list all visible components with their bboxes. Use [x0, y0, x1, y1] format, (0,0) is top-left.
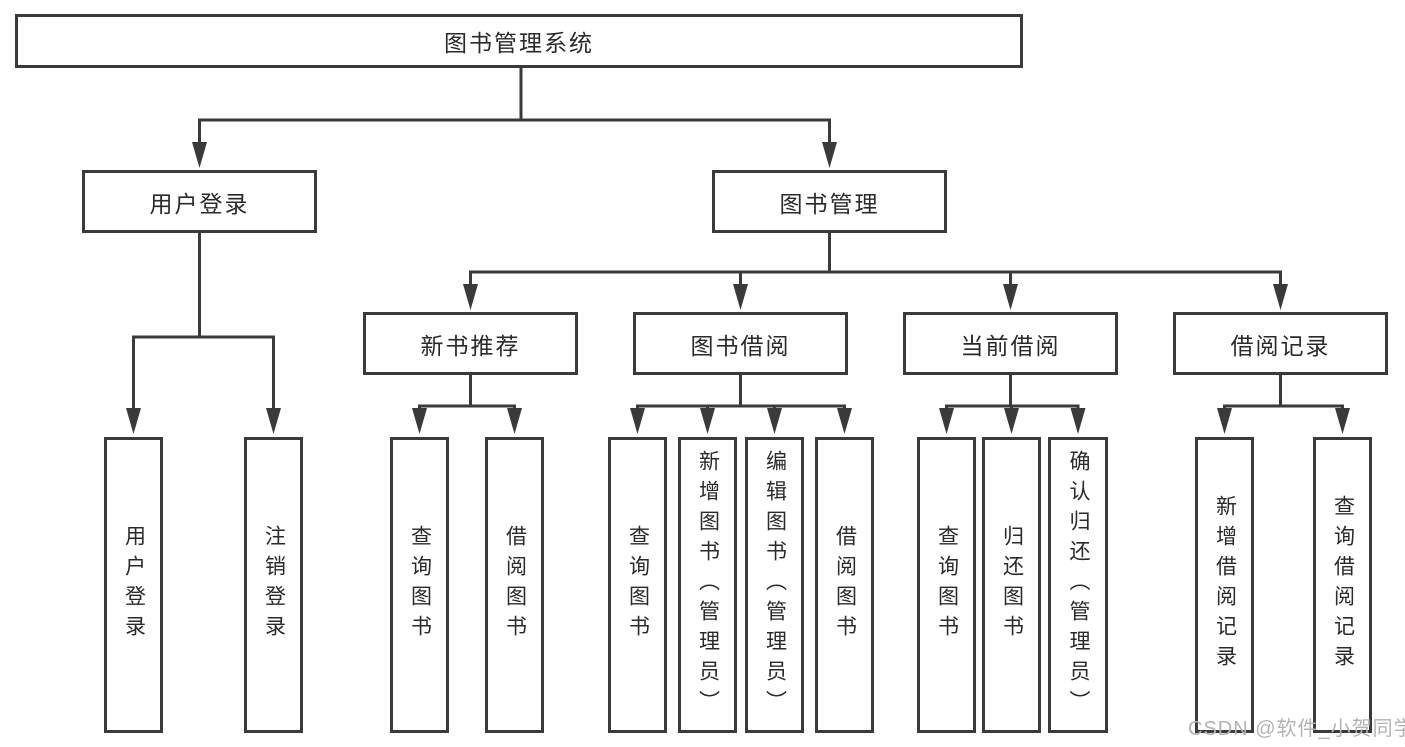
leaf-add-borrow-record: 新增借阅记录	[1195, 437, 1254, 733]
node-current-borrowing-label: 当前借阅	[960, 332, 1061, 359]
node-user-login: 用户登录	[82, 170, 317, 233]
leaf-edit-books-admin: 编辑图书（管理员）	[745, 437, 804, 733]
node-borrowing-records-label: 借阅记录	[1230, 332, 1331, 359]
arrowhead-icons	[126, 142, 1350, 434]
node-book-management: 图书管理	[712, 170, 947, 233]
leaf-query-books-recommend-label: 查询图书	[408, 525, 432, 645]
leaf-confirm-return-admin: 确认归还（管理员）	[1048, 437, 1108, 733]
leaf-borrow-books-recommend-label: 借阅图书	[503, 525, 527, 645]
node-current-borrowing: 当前借阅	[903, 312, 1118, 375]
leaf-add-books-admin: 新增图书（管理员）	[678, 437, 737, 733]
leaf-query-borrow-record-label: 查询借阅记录	[1331, 495, 1355, 675]
node-borrowing-records: 借阅记录	[1173, 312, 1388, 375]
leaf-add-books-admin-label: 新增图书（管理员）	[696, 450, 720, 720]
leaf-logout: 注销登录	[244, 437, 303, 733]
leaf-user-login: 用户登录	[104, 437, 163, 733]
leaf-borrow-books-borrowing-label: 借阅图书	[833, 525, 857, 645]
leaf-logout-label: 注销登录	[262, 525, 286, 645]
node-user-login-label: 用户登录	[149, 190, 250, 217]
leaf-borrow-books-recommend: 借阅图书	[485, 437, 544, 733]
node-book-borrowing: 图书借阅	[633, 312, 848, 375]
leaf-query-books-current-label: 查询图书	[935, 525, 959, 645]
leaf-query-books-recommend: 查询图书	[390, 437, 449, 733]
node-root-label: 图书管理系统	[444, 30, 594, 56]
leaf-query-books-borrowing-label: 查询图书	[626, 525, 650, 645]
node-book-borrowing-label: 图书借阅	[690, 332, 791, 359]
leaf-confirm-return-admin-label: 确认归还（管理员）	[1067, 450, 1090, 720]
leaf-query-borrow-record: 查询借阅记录	[1313, 437, 1372, 733]
leaf-query-books-current: 查询图书	[917, 437, 976, 733]
csdn-watermark: CSDN @软件_小贺同学	[1188, 718, 1405, 740]
leaf-return-books-label: 归还图书	[1000, 525, 1024, 645]
leaf-edit-books-admin-label: 编辑图书（管理员）	[763, 450, 787, 720]
node-new-book-recommend-label: 新书推荐	[420, 332, 521, 359]
leaf-add-borrow-record-label: 新增借阅记录	[1213, 495, 1237, 675]
node-new-book-recommend: 新书推荐	[363, 312, 578, 375]
leaf-borrow-books-borrowing: 借阅图书	[815, 437, 874, 733]
node-book-management-label: 图书管理	[779, 190, 880, 217]
node-root: 图书管理系统	[15, 14, 1023, 68]
leaf-user-login-label: 用户登录	[122, 525, 146, 645]
leaf-return-books: 归还图书	[982, 437, 1041, 733]
leaf-query-books-borrowing: 查询图书	[608, 437, 667, 733]
